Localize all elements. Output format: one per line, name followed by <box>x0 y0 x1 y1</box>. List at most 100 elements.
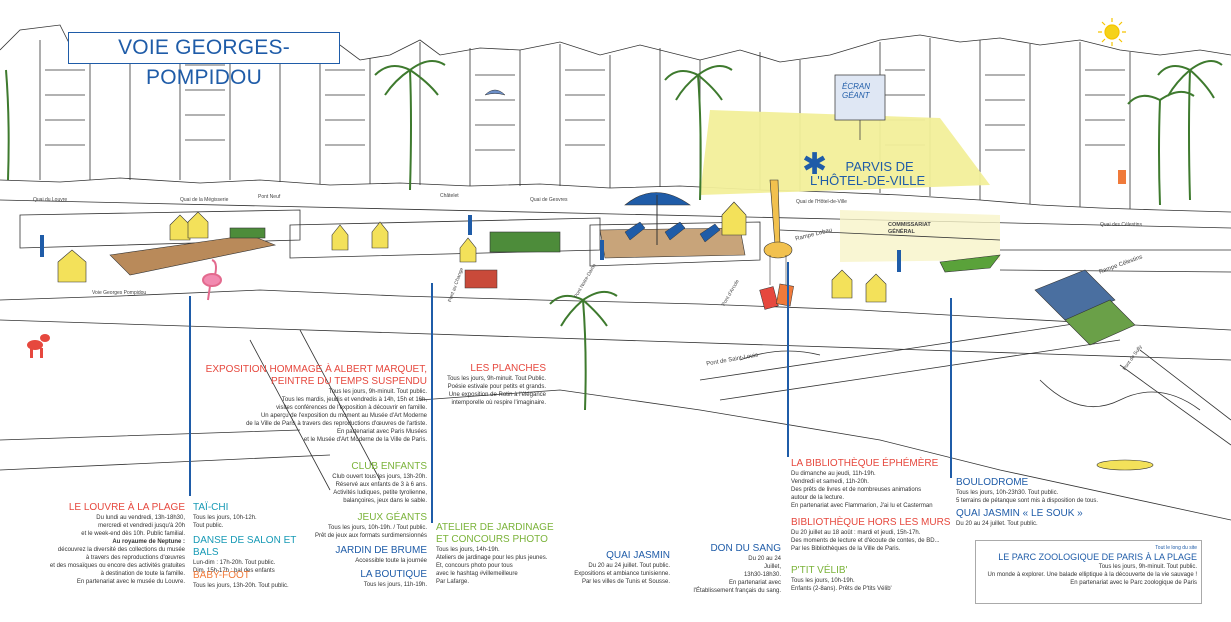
label-pont-neuf: Pont Neuf <box>258 194 281 200</box>
biblio-line-5: En partenariat avec Flammarion, J'ai lu … <box>791 503 933 509</box>
atelier-line-2: Ateliers de jardinage pour les plus jeun… <box>436 555 548 561</box>
louvre-line-4: découvrez la diversité des collections d… <box>57 547 185 553</box>
leader-line-boulodrome <box>950 298 952 478</box>
jasmin-line-3: Par les villes de Tunis et Sousse. <box>581 579 670 585</box>
biblio-line-3: Des prêts de livres et de nombreuses ani… <box>791 487 922 493</box>
block-danse: DANSE DE SALON ET BALS Lun-dim : 17h-20h… <box>193 535 318 575</box>
green-field <box>1064 299 1136 346</box>
block-souk: QUAI JASMIN « LE SOUK » Du 20 au 24 juil… <box>956 508 1116 528</box>
heading-taichi: TAÏ-CHI <box>193 502 229 513</box>
biblio-murs-line-1: Du 20 juillet au 18 août : mardi et jeud… <box>791 530 921 536</box>
heading-louvre: LE LOUVRE À LA PLAGE <box>68 502 185 513</box>
leader-line-louvre <box>189 296 191 496</box>
block-babyfoot: BABY-FOOT Tous les jours, 13h-20h. Tout … <box>193 570 318 590</box>
balloon-dog <box>27 334 50 358</box>
ecran-geant-label: ÉCRAN GÉANT <box>842 82 871 100</box>
wooden-deck-1 <box>109 234 277 276</box>
beach-figure <box>1118 170 1126 184</box>
block-zoo: Tout le long du site LE PARC ZOOLOGIQUE … <box>979 545 1197 587</box>
label-quai-celestins: Quai des Célestins <box>1100 222 1142 228</box>
boulodrome-line-2: 5 terrains de pétanque sont mis à dispos… <box>956 498 1099 504</box>
marquet-line-4: Un aperçu de l'exposition du moment au M… <box>260 413 427 419</box>
louvre-line-3: et le week-end dès 10h. Public familial. <box>81 531 185 537</box>
louvre-line-8: En partenariat avec le musée du Louvre. <box>76 579 185 585</box>
atelier-line-4: avec le hashtag #villemeilleure <box>436 571 518 577</box>
club-line-4: balançoires, jeux dans le sable. <box>343 498 427 504</box>
block-marquet: EXPOSITION HOMMAGE À ALBERT MARQUET, PEI… <box>200 364 427 444</box>
block-club: CLUB ENFANTS Club ouvert tous les jours,… <box>290 461 427 505</box>
books <box>759 283 794 310</box>
louvre-bold: Au royaume de Neptune : <box>112 539 185 545</box>
louvre-line-6: et des mosaïques ou encore des activités… <box>49 563 185 569</box>
asterisk-icon: ✱ <box>802 148 828 181</box>
heading-biblio-murs: BIBLIOTHÈQUE HORS LES MURS <box>791 517 951 528</box>
parvis-line1: PARVIS DE <box>845 159 914 174</box>
heading-don-sang: DON DU SANG <box>710 543 781 554</box>
deckchairs <box>624 221 721 243</box>
louvre-line-7: à destination de toute la famille. <box>100 571 185 577</box>
leader-line-biblio <box>787 262 789 457</box>
zoo-line-1: Tous les jours, 9h-minuit. Tout public. <box>1098 564 1197 570</box>
label-voie-gp: Voie Georges Pompidou <box>92 290 147 296</box>
planches-line-3: Une exposition de Rotin à l'élégance <box>448 392 546 398</box>
atelier-line-5: Par Lafarge. <box>436 579 470 585</box>
leader-line-marquet <box>431 283 433 523</box>
biblio-line-4: autour de la lecture. <box>791 495 845 501</box>
babyfoot-line-1: Tous les jours, 13h-20h. Tout public. <box>193 583 289 589</box>
parvis-line2: L'HÔTEL-DE-VILLE <box>810 173 926 188</box>
label-commissariat: COMMISSARIAT GÉNÉRAL <box>888 222 931 235</box>
quay-structure <box>19 209 1001 267</box>
heading-boulodrome: BOULODROME <box>956 477 1029 488</box>
boulodrome-line-1: Tous les jours, 10h-23h30. Tout public. <box>956 490 1059 496</box>
marquet-line-5: de la Ville de Paris à travers des repro… <box>246 421 427 427</box>
parvis-label: ✱ PARVIS DE L'HÔTEL-DE-VILLE <box>802 150 926 188</box>
marquet-line-6: En partenariat avec Paris Musées <box>336 429 427 435</box>
block-atelier: ATELIER DE JARDINAGE ET CONCOURS PHOTO T… <box>436 522 566 586</box>
louvre-line-1: Du lundi au vendredi, 13h-18h30, <box>96 515 185 521</box>
louvre-line-2: mercredi et vendredi jusqu'à 20h <box>98 523 185 529</box>
label-quai-louvre: Quai du Louvre <box>33 197 68 203</box>
block-louvre: LE LOUVRE À LA PLAGE Du lundi au vendred… <box>10 502 185 586</box>
club-line-2: Réservé aux enfants de 3 à 6 ans. <box>335 482 427 488</box>
heading-brume: JARDIN DE BRUME <box>335 545 427 556</box>
planches-line-2: Poésie estivale pour petits et grands. <box>447 384 546 390</box>
club-line-1: Club ouvert tous les jours, 13h-20h. <box>332 474 427 480</box>
blue-flags <box>40 215 901 272</box>
danse-line-2: Dim, 15h-17h : bal des enfants <box>193 568 275 574</box>
label-quai-megisserie: Quai de la Mégisserie <box>180 197 229 203</box>
zoo-box: Tout le long du site LE PARC ZOOLOGIQUE … <box>975 540 1202 604</box>
planches-line-1: Tous les jours, 9h-minuit. Tout Public. <box>447 376 546 382</box>
heading-quai-jasmin: QUAI JASMIN <box>606 550 670 561</box>
velib-line-1: Tous les jours, 10h-19h. <box>791 578 855 584</box>
label-quai-gesvres: Quai de Gesvres <box>530 197 568 203</box>
heading-boutique: LA BOUTIQUE <box>360 569 427 580</box>
souk-line-1: Du 20 au 24 juillet. Tout public. <box>956 521 1038 527</box>
flamingo <box>202 259 222 301</box>
zoo-small: Tout le long du site <box>1155 545 1197 551</box>
block-jeux: JEUX GÉANTS Tous les jours, 10h-19h. / T… <box>290 512 427 540</box>
louvre-line-5: à travers des reproductions d'œuvres <box>85 555 185 561</box>
heading-club: CLUB ENFANTS <box>351 461 427 472</box>
block-brume: JARDIN DE BRUME Accessible toute la jour… <box>290 545 427 565</box>
heading-jeux: JEUX GÉANTS <box>357 512 427 523</box>
beach-umbrella <box>624 192 691 245</box>
block-biblio: LA BIBLIOTHÈQUE ÉPHÉMÈRE Du dimanche au … <box>791 458 961 510</box>
palm-trees <box>5 60 1223 411</box>
jeux-line-1: Tous les jours, 10h-19h. / Tout public. <box>328 525 427 531</box>
label-chatelet: Châtelet <box>440 193 459 199</box>
heading-danse: DANSE DE SALON ET BALS <box>193 535 297 558</box>
garden-beds-2 <box>229 227 266 239</box>
yellow-huts <box>57 201 887 303</box>
marquet-line-7: et le Musée d'Art Moderne de la Ville de… <box>303 437 427 443</box>
don-line-4: En partenariat avec <box>728 580 781 586</box>
block-taichi: TAÏ-CHI Tous les jours, 10h-12h. Tout pu… <box>193 502 313 530</box>
block-velib: P'TIT VÉLIB' Tous les jours, 10h-19h. En… <box>791 565 941 593</box>
atelier-line-3: Et, concours photo pour tous <box>436 563 513 569</box>
heading-marquet-2: PEINTRE DU TEMPS SUSPENDU <box>271 376 427 387</box>
heading-velib: P'TIT VÉLIB' <box>791 565 848 576</box>
heading-biblio: LA BIBLIOTHÈQUE ÉPHÉMÈRE <box>791 458 939 469</box>
don-line-3: 13h30-18h30. <box>743 572 781 578</box>
block-boutique: LA BOUTIQUE Tous les jours, 11h-19h. <box>290 569 427 589</box>
taichi-line-2: Tout public. <box>193 523 224 529</box>
ecran-geant-screen <box>834 74 886 121</box>
